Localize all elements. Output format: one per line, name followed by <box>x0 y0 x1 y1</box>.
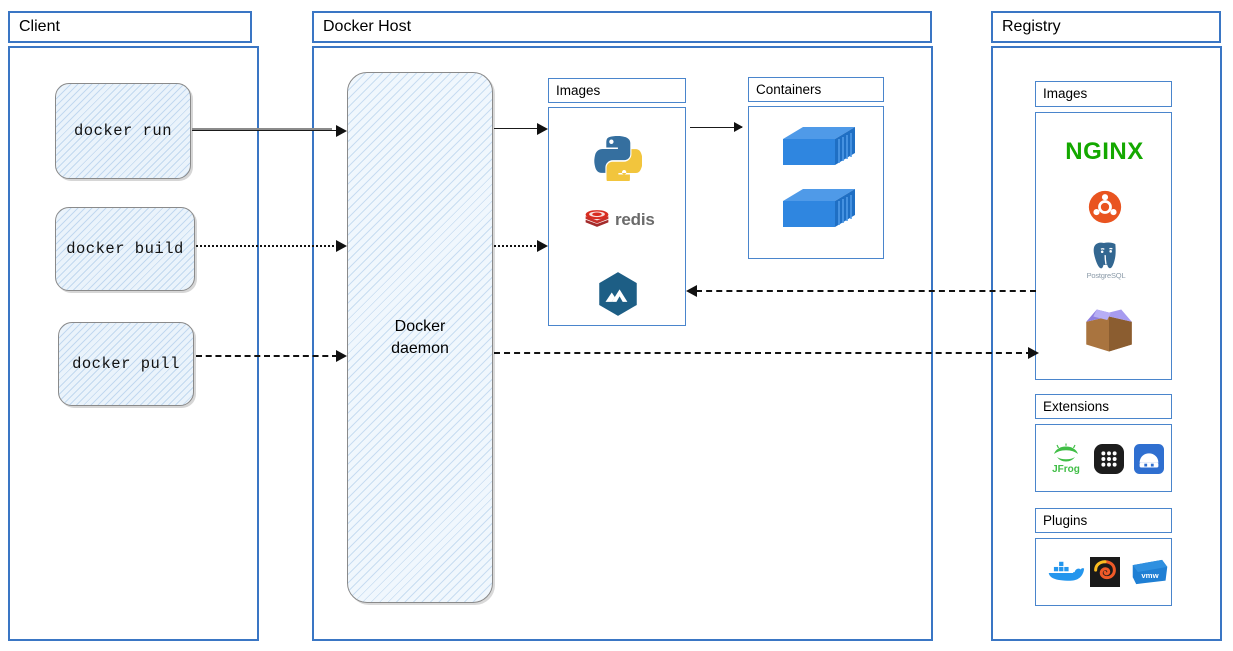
connector-daemon-to-images-dotted <box>494 245 540 247</box>
command-label-docker-build: docker build <box>66 240 184 258</box>
registry-extensions-header: Extensions <box>1035 394 1172 419</box>
registry-images-label: Images <box>1043 86 1088 102</box>
connector-pull-to-daemon <box>196 355 338 357</box>
command-box-docker-run[interactable]: docker run <box>55 83 191 179</box>
ubuntu-logo-icon <box>1086 188 1124 226</box>
docker-daemon-box[interactable]: Docker daemon <box>347 72 493 603</box>
registry-panel-header: Registry <box>991 11 1221 43</box>
docker-daemon-label: Docker daemon <box>391 317 449 357</box>
docker-host-panel-title: Docker Host <box>323 18 412 35</box>
registry-panel-title: Registry <box>1002 18 1061 35</box>
grid-app-logo-icon <box>1092 442 1126 476</box>
host-images-header: Images <box>548 78 686 103</box>
arrowhead-run-to-daemon <box>336 125 347 137</box>
connector-run-to-daemon <box>192 130 338 131</box>
svg-text:vmw: vmw <box>1141 571 1159 580</box>
command-box-docker-pull[interactable]: docker pull <box>58 322 194 406</box>
command-box-docker-build[interactable]: docker build <box>55 207 195 291</box>
registry-plugins-header: Plugins <box>1035 508 1172 533</box>
container-box-2-icon <box>777 183 861 235</box>
python-logo-icon <box>591 130 645 184</box>
grafana-logo-icon <box>1088 555 1122 589</box>
arrowhead-pull-to-registry <box>1028 347 1039 359</box>
arrowhead-images-to-containers <box>734 122 743 132</box>
connector-run-to-daemon-shadow <box>192 128 332 131</box>
arrowhead-daemon-to-images <box>537 123 548 135</box>
client-panel-header: Client <box>8 11 252 43</box>
command-label-docker-pull: docker pull <box>72 355 180 373</box>
connector-images-to-containers <box>690 127 742 128</box>
redis-logo-icon <box>582 204 612 234</box>
registry-extensions-label: Extensions <box>1043 398 1110 414</box>
host-containers-label: Containers <box>756 81 822 97</box>
nginx-logo-caption: NGINX <box>1065 138 1144 165</box>
arrowhead-registry-to-images <box>686 285 697 297</box>
container-box-1-icon <box>777 121 861 173</box>
vmware-logo-icon: vmw <box>1130 555 1170 589</box>
alpine-logo-icon <box>590 266 646 322</box>
postgresql-logo-icon <box>1086 238 1126 274</box>
docker-host-panel-header: Docker Host <box>312 11 932 43</box>
arrowhead-build-to-daemon <box>336 240 347 252</box>
arrowhead-daemon-to-images-dotted <box>537 240 548 252</box>
postgresql-logo-caption: PostgreSQL <box>1086 271 1126 280</box>
arrowhead-pull-to-daemon <box>336 350 347 362</box>
host-images-label: Images <box>556 82 601 98</box>
host-containers-header: Containers <box>748 77 884 102</box>
jfrog-logo-caption: JFrog <box>1052 464 1080 475</box>
package-box-logo-icon <box>1080 298 1138 356</box>
registry-plugins-body: vmw <box>1035 538 1172 606</box>
command-label-docker-run: docker run <box>73 122 172 140</box>
redis-logo-caption: redis <box>615 210 655 229</box>
nginx-logo-icon: NGINX <box>1036 138 1173 168</box>
connector-build-to-daemon <box>196 245 338 247</box>
docker-whale-logo-icon <box>1046 555 1086 591</box>
jfrog-logo-icon: JFrog <box>1044 437 1088 481</box>
connector-registry-to-images <box>696 290 1036 292</box>
connector-daemon-to-images <box>494 128 540 129</box>
host-containers-body <box>748 106 884 259</box>
connector-pull-to-registry <box>494 352 1032 354</box>
registry-images-body: NGINX PostgreSQL <box>1035 112 1172 380</box>
client-panel-title: Client <box>19 18 60 35</box>
registry-images-header: Images <box>1035 81 1172 107</box>
registry-plugins-label: Plugins <box>1043 512 1088 528</box>
host-images-body: redis <box>548 107 686 326</box>
registry-extensions-body: JFrog <box>1035 424 1172 492</box>
snyk-scan-logo-icon <box>1132 442 1166 476</box>
